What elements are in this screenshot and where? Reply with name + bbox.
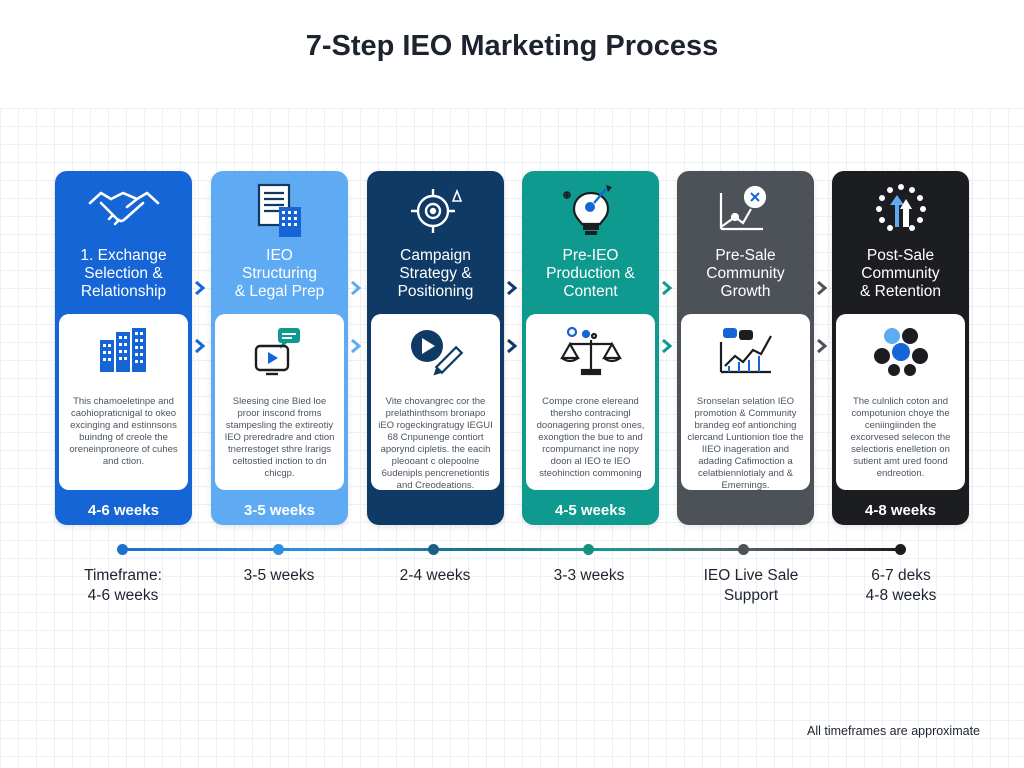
step-card-5: Pre-Sale Community Growth Sronselan sela…: [677, 171, 814, 525]
chevron-right-icon: [507, 338, 518, 354]
chevron-right-icon: [351, 280, 362, 296]
timeline-dot: [895, 544, 906, 555]
step-duration: 4-5 weeks: [555, 502, 626, 519]
step-body: This chamoeletinpe and caohiopraticnigal…: [59, 314, 188, 490]
step-header: Pre-IEO Production & Content: [522, 171, 659, 314]
step-description: Sleesing cine Bied loe proor inscond fro…: [224, 396, 335, 479]
step-description: The culnlich coton and compotunion choye…: [850, 396, 951, 479]
office-buildings-icon: [59, 326, 188, 372]
chevron-right-icon: [195, 338, 206, 354]
step-header: IEO Structuring & Legal Prep: [211, 171, 348, 314]
timeline-dot: [738, 544, 749, 555]
title-band: [0, 0, 1024, 108]
timeline-label: 3-3 weeks: [553, 567, 625, 584]
step-description: Sronselan selation IEO promotion & Commu…: [687, 396, 804, 491]
step-description: Vite chovangrec cor the prelathinthsom b…: [378, 396, 493, 491]
step-card-6: Post-Sale Community & Retention The culn…: [832, 171, 969, 525]
chevron-right-icon: [662, 280, 673, 296]
timeline-label: IEO Live Sale Support: [703, 567, 799, 604]
chevron-right-icon: [351, 338, 362, 354]
step-title: Post-Sale Community & Retention: [860, 247, 941, 300]
step-header: 1. Exchange Selection & Relationship: [55, 171, 192, 314]
step-title: 1. Exchange Selection & Relationship: [80, 247, 167, 300]
timeline-label: 6-7 deks 4-8 weeks: [865, 567, 937, 604]
video-chat-icon: [215, 326, 344, 376]
timeline-label: 3-5 weeks: [243, 567, 315, 584]
timeline-dot: [583, 544, 594, 555]
page-title: 7-Step IEO Marketing Process: [305, 30, 719, 62]
step-title: Pre-Sale Community Growth: [706, 247, 785, 300]
timeline-label: 2-4 weeks: [399, 567, 471, 584]
step-body: Sronselan selation IEO promotion & Commu…: [681, 314, 810, 491]
chevron-right-icon: [662, 338, 673, 354]
timeline-dot: [428, 544, 439, 555]
chevron-right-icon: [195, 280, 206, 296]
chevron-right-icon: [817, 280, 828, 296]
timeline-line: [122, 548, 902, 551]
step-header: Post-Sale Community & Retention: [832, 171, 969, 314]
chevron-right-icon: [817, 338, 828, 354]
handshake-icon: [55, 183, 192, 231]
chevron-right-icon: [507, 280, 518, 296]
step-description: This chamoeletinpe and caohiopraticnigal…: [69, 396, 178, 467]
growth-chart-icon: [677, 183, 814, 231]
step-header: Campaign Strategy & Positioning: [367, 171, 504, 314]
step-body: The culnlich coton and compotunion choye…: [836, 314, 965, 490]
step-duration: 3-5 weeks: [244, 502, 315, 519]
scales-icon: [526, 326, 655, 376]
timeline-label: Timeframe: 4-6 weeks: [84, 567, 162, 604]
step-title: Pre-IEO Production & Content: [546, 247, 635, 300]
step-header: Pre-Sale Community Growth: [677, 171, 814, 314]
step-duration: 4-6 weeks: [88, 502, 159, 519]
document-icon: [211, 183, 348, 237]
trend-chart-icon: [681, 326, 810, 374]
step-body: Compe crone elereand thersho contracingl…: [526, 314, 655, 490]
timeline-dot: [273, 544, 284, 555]
step-title: Campaign Strategy & Positioning: [397, 247, 474, 300]
footnote: All timeframes are approximate: [807, 724, 980, 738]
step-duration: 4-8 weeks: [865, 502, 936, 519]
timeline-dot: [117, 544, 128, 555]
play-pencil-icon: [371, 326, 500, 376]
step-description: Compe crone elereand thersho contracingl…: [536, 396, 645, 479]
step-card-1: 1. Exchange Selection & Relationship: [55, 171, 192, 525]
step-card-3: Campaign Strategy & Positioning Vite cho…: [367, 171, 504, 525]
community-icon: [836, 326, 965, 376]
step-body: Sleesing cine Bied loe proor inscond fro…: [215, 314, 344, 490]
step-card-4: Pre-IEO Production & Content Compe crone…: [522, 171, 659, 525]
step-title: IEO Structuring & Legal Prep: [234, 247, 325, 300]
retention-arrows-icon: [832, 183, 969, 231]
lightbulb-icon: [522, 183, 659, 235]
step-card-2: IEO Structuring & Legal Prep Sleesing ci…: [211, 171, 348, 525]
target-icon: [367, 183, 504, 233]
step-body: Vite chovangrec cor the prelathinthsom b…: [371, 314, 500, 491]
